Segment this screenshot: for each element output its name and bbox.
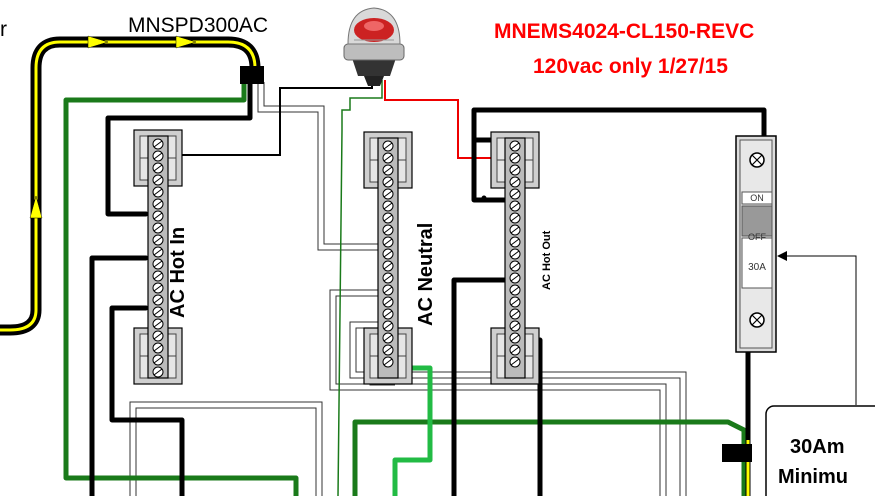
terminal-screw-icon (382, 248, 394, 260)
terminal-screw-icon (509, 320, 521, 332)
terminal-screw-icon (152, 162, 164, 174)
terminal-screw-icon (509, 152, 521, 164)
terminal-screw-icon (382, 176, 394, 188)
terminal-screw-icon (509, 296, 521, 308)
terminal-screw-icon (152, 198, 164, 210)
terminal-screw-icon (382, 284, 394, 296)
terminal-screw-icon (152, 366, 164, 378)
surge-protector-label: MNSPD300AC (128, 14, 268, 37)
terminal-screw-icon (152, 186, 164, 198)
terminal-screw-icon (152, 342, 164, 354)
terminal-screw-icon (382, 164, 394, 176)
terminal-screw-icon (152, 174, 164, 186)
terminal-screw-icon (509, 248, 521, 260)
terminal-screw-icon (382, 188, 394, 200)
busbar-hot-in (133, 129, 183, 385)
terminal-screw-icon (382, 308, 394, 320)
corner-text: r (0, 18, 7, 41)
terminal-screw-icon (509, 212, 521, 224)
model-title-line2: 120vac only 1/27/15 (533, 55, 728, 78)
terminal-screw-icon (152, 222, 164, 234)
terminal-screw-icon (382, 296, 394, 308)
terminal-screw-icon (382, 344, 394, 356)
rating-note-line2: Minimu (778, 466, 848, 488)
terminal-screw-icon (152, 246, 164, 258)
circuit-breaker-icon: ON OFF 30A (735, 135, 777, 353)
terminal-screw-icon (509, 272, 521, 284)
terminal-screw-icon (152, 138, 164, 150)
busbars (133, 129, 540, 385)
flow-arrow-icons (29, 35, 197, 219)
terminal-screw-icon (152, 282, 164, 294)
terminal-screw-icon (382, 272, 394, 284)
breaker-off-label: OFF (748, 232, 766, 242)
terminal-screw-icon (382, 236, 394, 248)
terminal-screw-icon (509, 176, 521, 188)
terminal-screw-icon (509, 308, 521, 320)
busbar-hot-out (490, 131, 540, 385)
terminal-screw-icon (509, 332, 521, 344)
terminal-screw-icon (152, 354, 164, 366)
terminal-screw-icon (509, 284, 521, 296)
terminal-screw-icon (152, 318, 164, 330)
terminal-screw-icon (382, 332, 394, 344)
terminal-screw-icon (382, 260, 394, 272)
model-title-line1: MNEMS4024-CL150-REVC (494, 20, 754, 43)
breaker-on-label: ON (750, 193, 764, 203)
terminal-screw-icon (509, 140, 521, 152)
bus-hot-out-label: AC Hot Out (541, 230, 553, 290)
terminal-screw-icon (509, 260, 521, 272)
breaker-pointer (777, 251, 857, 405)
white-wire-outlines (129, 82, 687, 496)
terminal-screw-icon (152, 258, 164, 270)
terminal-screw-icon (509, 200, 521, 212)
terminal-screw-icon (382, 320, 394, 332)
terminal-screw-icon (152, 234, 164, 246)
terminal-screw-icon (152, 294, 164, 306)
terminal-screw-icon (509, 224, 521, 236)
terminal-screw-icon (509, 236, 521, 248)
terminal-screw-icon (382, 200, 394, 212)
terminal-screw-icon (509, 188, 521, 200)
breaker-rating-label: 30A (748, 262, 766, 273)
terminal-screw-icon (382, 224, 394, 236)
terminal-screw-icon (382, 140, 394, 152)
terminal-screw-icon (509, 344, 521, 356)
rating-note-box: 30Am Minimu (765, 405, 875, 501)
spd-wires (164, 72, 512, 497)
busbar-neutral (363, 131, 413, 385)
terminal-screw-icon (509, 164, 521, 176)
bus-neutral-label: AC Neutral (415, 223, 437, 326)
terminal-screw-icon (152, 306, 164, 318)
terminal-screw-icon (152, 150, 164, 162)
terminal-screw-icon (382, 152, 394, 164)
rating-note-line1: 30Am (790, 436, 844, 458)
terminal-screw-icon (382, 212, 394, 224)
bus-hot-in-label: AC Hot In (167, 227, 189, 318)
terminal-screw-icon (152, 330, 164, 342)
terminal-screw-icon (152, 270, 164, 282)
terminal-screw-icon (509, 356, 521, 368)
terminal-screw-icon (382, 356, 394, 368)
cable-tie (722, 444, 752, 462)
terminal-screw-icon (152, 210, 164, 222)
surge-protector-icon (343, 7, 405, 86)
splice-connector (240, 66, 264, 84)
